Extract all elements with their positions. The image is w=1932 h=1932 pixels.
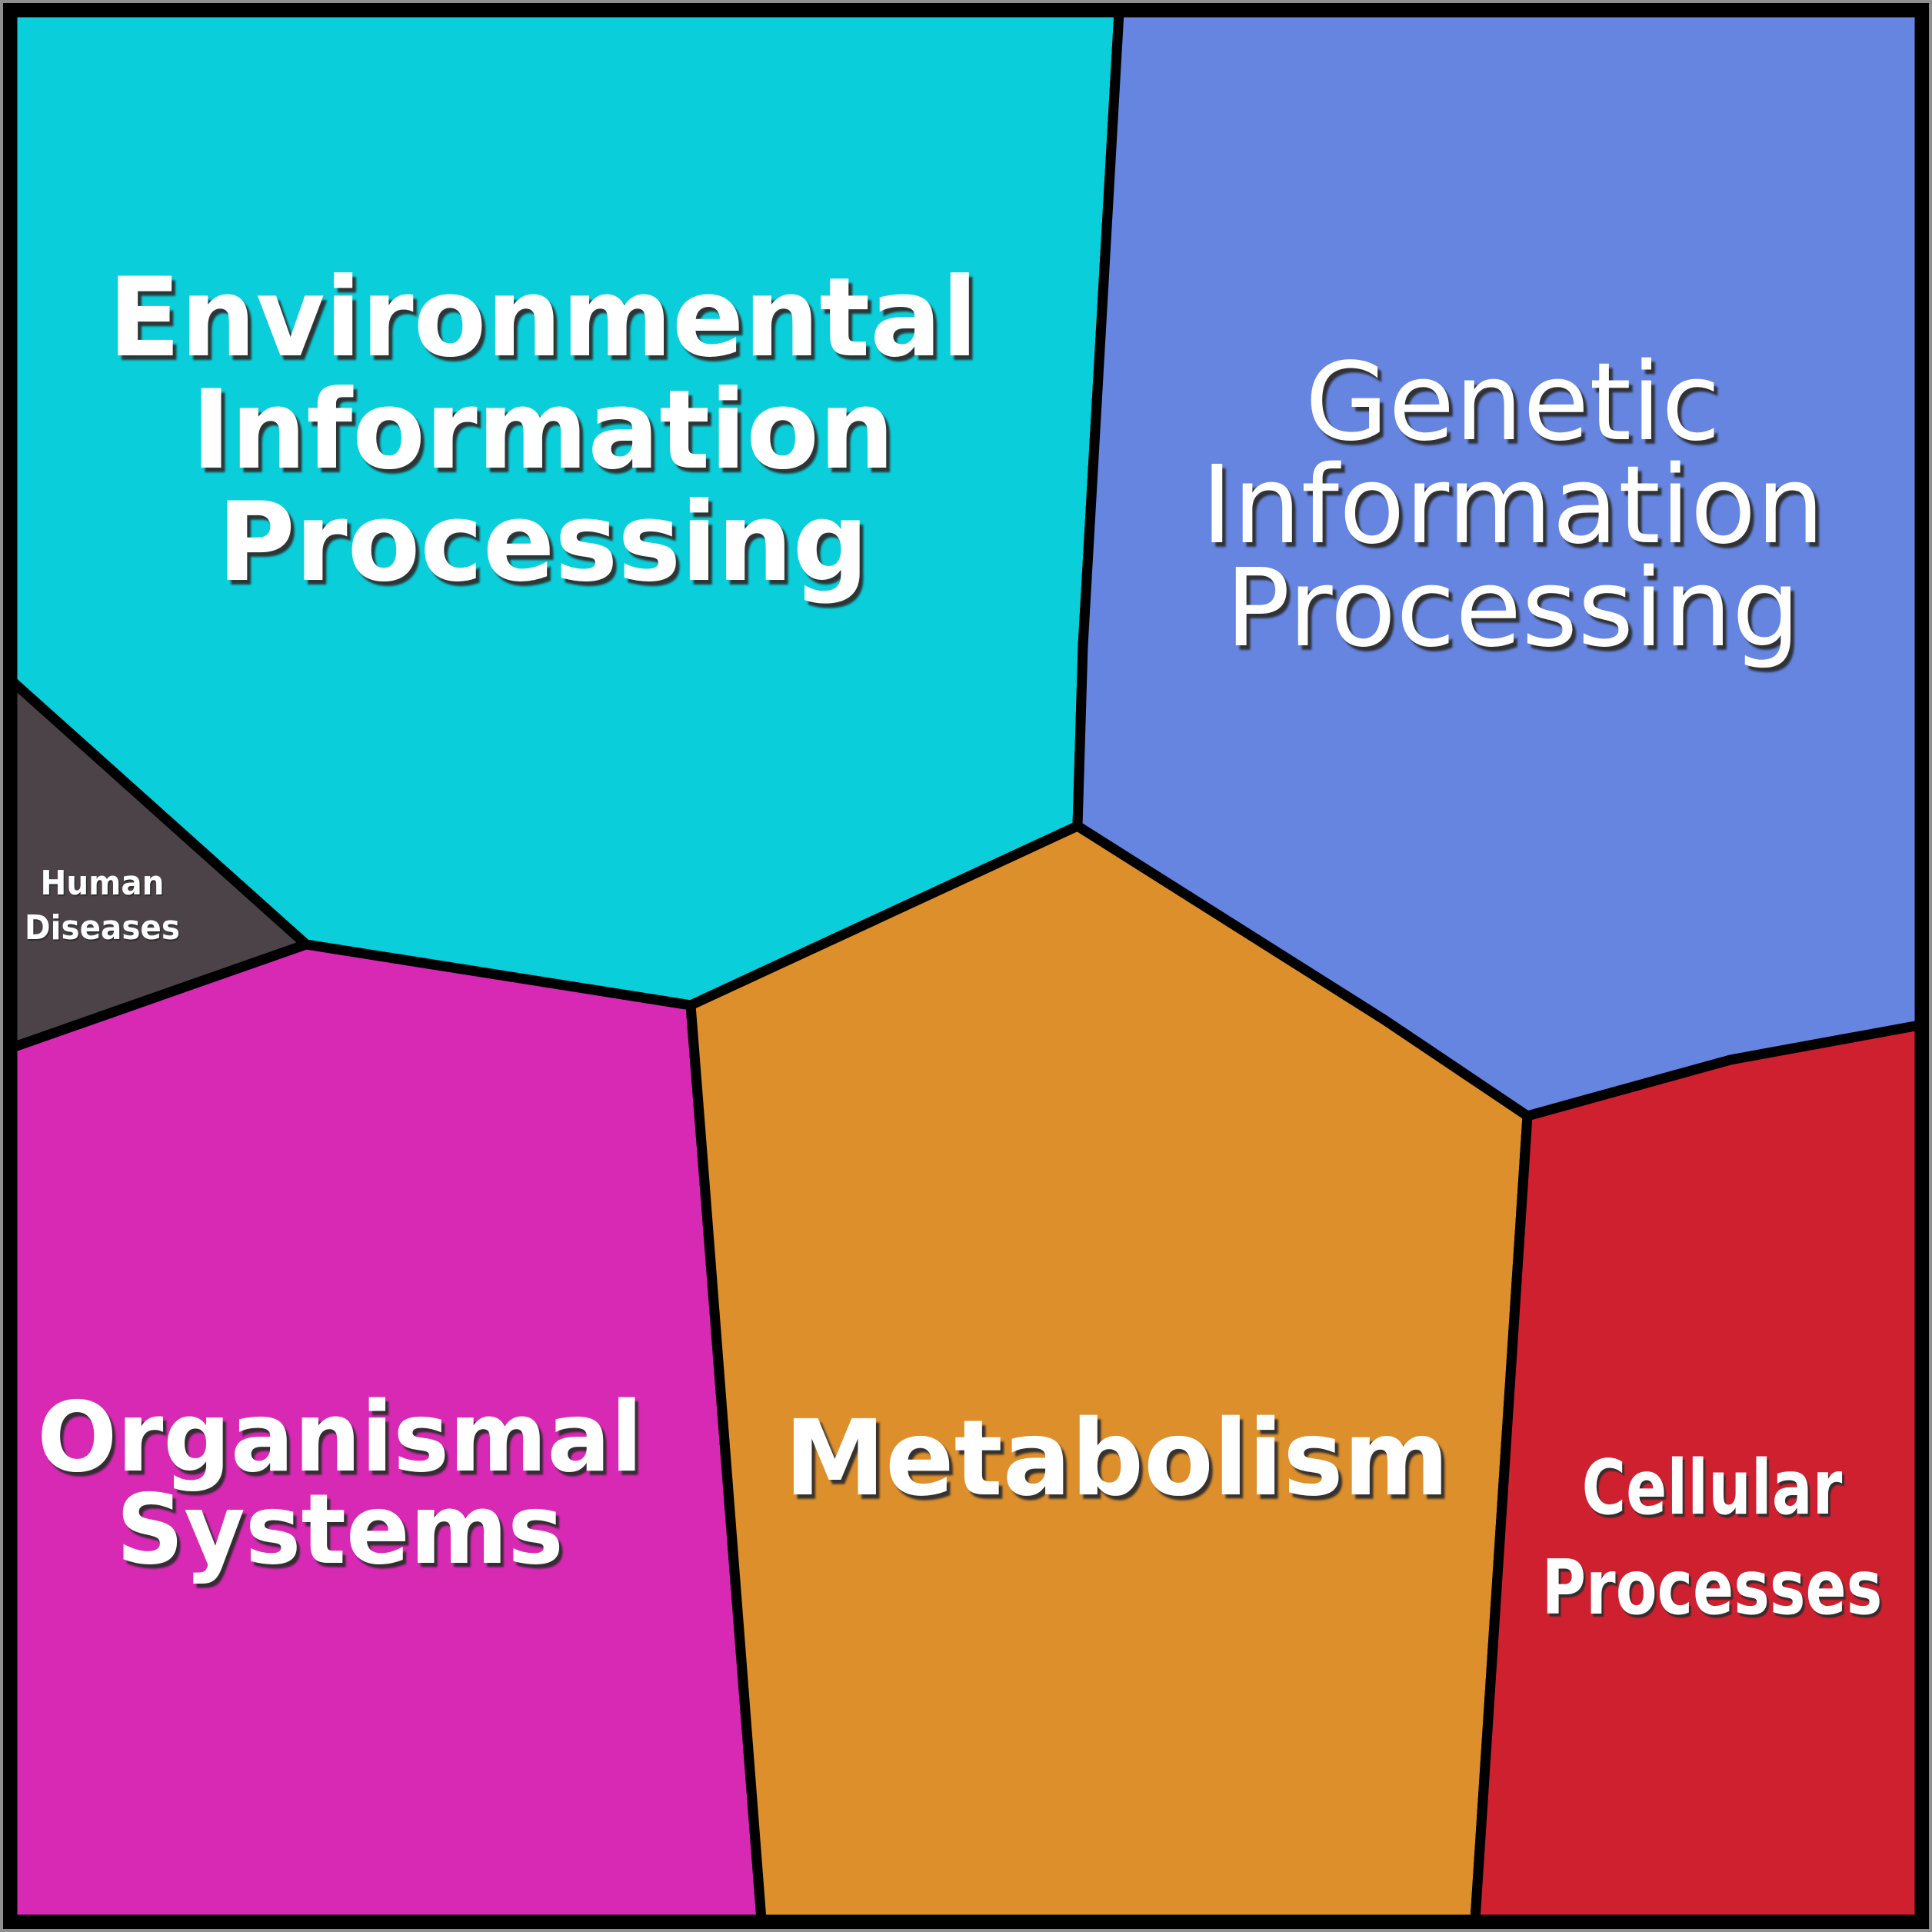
region-organismal-systems-polygon [7, 939, 767, 1925]
region-cellular-processes-polygon [1470, 1020, 1925, 1925]
